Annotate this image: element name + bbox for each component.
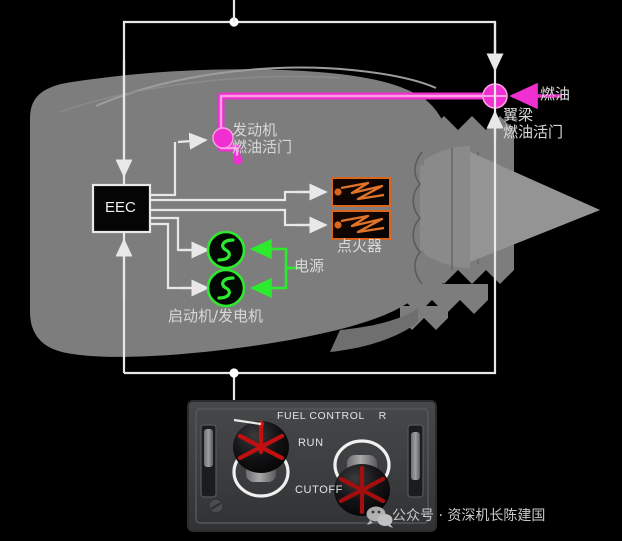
fuel-control-panel[interactable] <box>187 400 437 532</box>
panel-cutoff-label: CUTOFF <box>295 484 344 496</box>
watermark-text: 公众号 · 资深机长陈建国 <box>392 508 546 524</box>
igniter-1 <box>331 177 391 207</box>
panel-run-label: RUN <box>298 437 324 449</box>
engine-fuel-valve-label: 发动机燃油活门 <box>232 121 293 156</box>
wechat-icon <box>366 506 393 528</box>
spar-fuel-valve-label: 翼梁燃油活门 <box>503 106 564 141</box>
panel-title: FUEL CONTROL R <box>277 410 387 422</box>
igniter-2 <box>331 210 391 240</box>
power-source-arrowheads <box>249 238 276 299</box>
starter-generator-label: 启动机/发电机 <box>168 307 264 325</box>
eec-label: EEC <box>105 199 136 216</box>
panel-left-handle <box>200 424 217 498</box>
igniters-label: 点火器 <box>337 237 383 255</box>
power-source-label: 电源 <box>294 257 325 275</box>
eec-box <box>91 183 152 234</box>
engine-fuel-valve-icon <box>212 127 243 165</box>
wiring-arrowheads <box>115 0 504 378</box>
eec-signal-arrowheads <box>177 132 328 297</box>
left-fuel-control-switch[interactable] <box>232 418 290 498</box>
starter-generator-2 <box>206 268 246 308</box>
right-fuel-control-switch[interactable] <box>333 439 391 516</box>
panel-screw <box>208 498 224 514</box>
engine-nacelle <box>30 66 600 357</box>
starter-generator-1 <box>206 230 246 270</box>
panel-right-handle <box>407 424 424 498</box>
fuel-supply-label: 燃油 <box>540 85 571 103</box>
